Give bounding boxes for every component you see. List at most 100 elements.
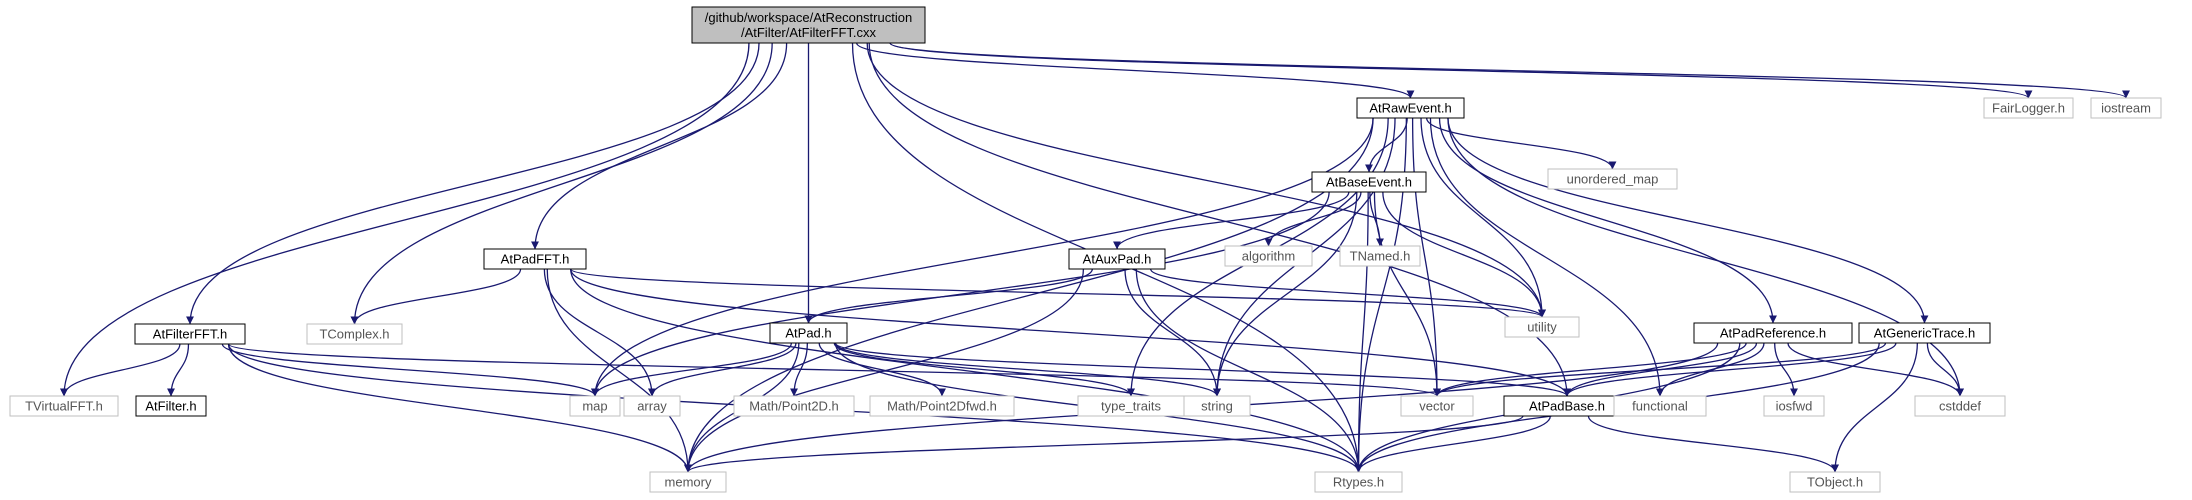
node-atbaseevent-label: AtBaseEvent.h [1326,175,1412,190]
edge-atgenerictrace-to-vector [1433,342,1887,397]
node-tobject-box [1789,471,1881,493]
node-atpadreference-box [1693,322,1853,344]
node-atpad[interactable]: AtPad.h [769,322,848,344]
node-functional-box [1613,395,1707,417]
node-point2d-label: Math/Point2D.h [749,399,839,414]
edge-atpad-to-point2dfwd [818,342,946,397]
edge-root-to-atpadfft [531,42,788,250]
edge-ataux-to-utility [1149,268,1546,318]
node-rtypes-box [1314,471,1403,493]
node-atfilter[interactable]: AtFilter.h [135,395,207,417]
edge-atpad-to-point2d [790,342,808,397]
edge-atbaseevent-to-string [1213,191,1358,397]
edge-root-to-iostream [889,42,2130,99]
node-root-label: /github/workspace/AtReconstruction [705,10,912,25]
edge-atfilterffth-to-atfilter [167,343,190,397]
node-ataux-label: AtAuxPad.h [1083,252,1152,267]
edge-root-to-utility [866,42,1546,318]
node-fairlogger: FairLogger.h [1983,97,2074,119]
node-atbaseevent[interactable]: AtBaseEvent.h [1311,171,1427,193]
edge-atbaseevent-to-rtypes [1354,191,1369,473]
node-algorithm-label: algorithm [1242,249,1295,264]
node-atpad-label: AtPad.h [785,326,831,341]
edge-ataux-to-atpad [804,268,1093,324]
node-atfilter-label: AtFilter.h [145,399,196,414]
edge-atpadreference-to-vector [1433,342,1747,397]
node-unordered_map: unordered_map [1547,168,1678,190]
node-memory-label: memory [665,475,712,490]
node-cstddef-label: cstddef [1939,399,1981,414]
node-tvirtualfft-box [9,395,119,417]
node-atgenerictrace-box [1858,322,1991,344]
node-atpad-box [769,322,848,344]
node-array-label: array [637,399,667,414]
edge-atpadfft-to-rtypes [570,268,1363,473]
node-atfilterffth-label: AtFilterFFT.h [153,327,227,342]
node-map: map [569,395,621,417]
node-point2d-box [733,395,855,417]
node-point2d: Math/Point2D.h [733,395,855,417]
node-atpadreference[interactable]: AtPadReference.h [1693,322,1853,344]
node-rtypes: Rtypes.h [1314,471,1403,493]
node-vector-label: vector [1419,399,1455,414]
edge-atpad-to-type_traits [833,342,1135,397]
node-root[interactable]: /github/workspace/AtReconstruction/AtFil… [691,6,926,44]
edge-atpadbase-to-tobject [1587,415,1839,473]
edge-atrawevent-to-functional [1429,117,1664,397]
edge-root-to-fairlogger [889,42,2033,99]
edge-atpadfft-to-tcomplex [350,268,522,325]
edge-atgenerictrace-to-cstddef [1926,342,1964,397]
node-atrawevent-label: AtRawEvent.h [1369,101,1451,116]
node-atfilterffth-box [134,323,246,345]
node-string: string [1183,395,1251,417]
edge-atfilterffth-to-tvirtualfft [60,343,181,397]
node-tvirtualfft: TVirtualFFT.h [9,395,119,417]
edge-atrawevent-to-cstddef [1447,117,1964,397]
edge-root-to-atrawevent [856,42,1415,99]
node-cstddef: cstddef [1914,395,2006,417]
node-type_traits-label: type_traits [1101,399,1161,414]
node-ataux-box [1068,248,1166,270]
edge-atbaseevent-to-algorithm [1264,191,1362,247]
node-atfilterffth[interactable]: AtFilterFFT.h [134,323,246,345]
edge-atgenerictrace-to-tobject [1831,342,1918,473]
node-iostream-label: iostream [2101,101,2151,116]
node-utility-box [1504,316,1580,338]
edge-atpadfft-to-array [543,268,656,397]
edge-root-to-tcomplex [350,42,773,325]
node-tvirtualfft-label: TVirtualFFT.h [25,399,103,414]
node-point2dfwd-box [869,395,1015,417]
edge-atpadfft-to-utility [570,268,1546,318]
node-string-label: string [1201,399,1233,414]
edge-root-to-atpadbase [868,42,1571,397]
node-fairlogger-label: FairLogger.h [1992,101,2065,116]
edges [60,42,2130,473]
node-iosfwd: iosfwd [1763,395,1825,417]
node-utility-label: utility [1527,320,1557,335]
edge-atpadfft-to-atpadbase [570,268,1571,397]
node-atgenerictrace-label: AtGenericTrace.h [1874,326,1975,341]
node-point2dfwd: Math/Point2Dfwd.h [869,395,1015,417]
edge-atpadreference-to-cstddef [1787,342,1964,397]
node-atpadreference-label: AtPadReference.h [1720,326,1826,341]
node-ataux[interactable]: AtAuxPad.h [1068,248,1166,270]
node-point2dfwd-label: Math/Point2Dfwd.h [887,399,997,414]
node-atrawevent[interactable]: AtRawEvent.h [1356,97,1465,119]
edge-ataux-to-rtypes [1135,268,1363,473]
node-tcomplex-label: TComplex.h [319,327,389,342]
node-fairlogger-box [1983,97,2074,119]
node-atpadfft[interactable]: AtPadFFT.h [483,248,587,270]
node-tcomplex-box [306,323,403,345]
edge-atrawevent-to-map [591,117,1374,397]
node-atgenerictrace[interactable]: AtGenericTrace.h [1858,322,1991,344]
node-atpadbase-label: AtPadBase.h [1529,399,1605,414]
node-memory: memory [649,471,727,493]
node-atpadbase[interactable]: AtPadBase.h [1503,395,1631,417]
node-tobject-label: TObject.h [1807,475,1863,490]
edge-atrawevent-to-atgenerictrace [1447,117,1929,324]
node-unordered_map-box [1547,168,1678,190]
node-unordered_map-label: unordered_map [1567,172,1659,187]
node-tnamed: TNamed.h [1339,245,1421,267]
edge-atpad-to-string [834,342,1221,397]
